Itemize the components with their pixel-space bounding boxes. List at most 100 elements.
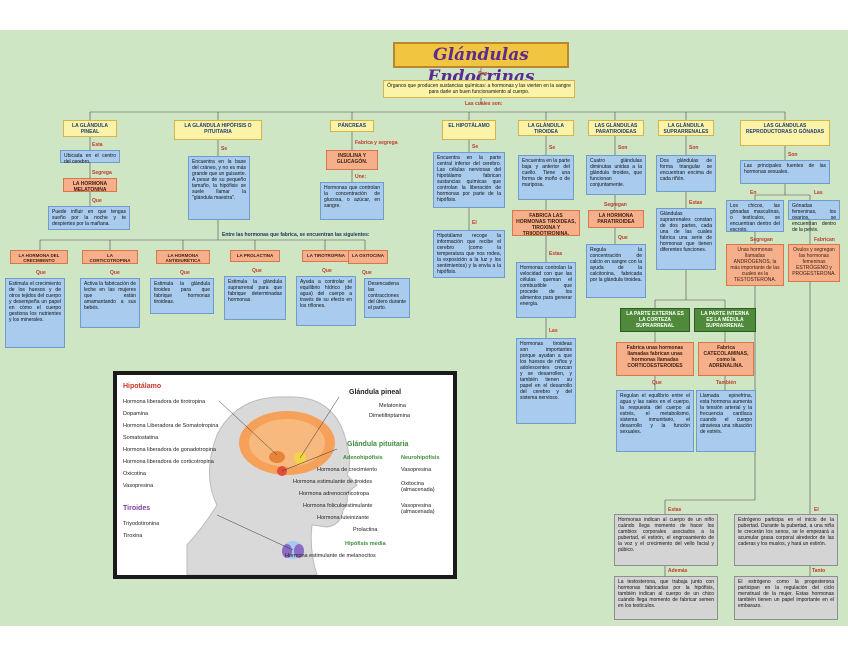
estrogeno-box: Ovulos y segregan las hormonas femeninas… — [788, 244, 840, 282]
cortex-que-label: Que — [652, 380, 662, 386]
tirotropina-desc: Ayuda a controlar el equilibrio hídrico … — [296, 276, 356, 326]
cortex-desc: Regulan el equilibrio entre el agua y la… — [616, 390, 694, 452]
gonadas-el-label: El — [814, 507, 819, 513]
img-adeno: Adenohipófisis — [343, 455, 383, 461]
img-hipo-item-2: Hormona Liberadora de Somatotropina — [123, 423, 218, 429]
female-gonads: Gónadas femeninas, los ovarios, se encue… — [788, 200, 840, 220]
gonadas-las-label: Las — [814, 190, 823, 196]
pancreas-title: PÁNCREAS — [330, 120, 374, 132]
hipofisis-title: LA GLÁNDULA HIPÓFISIS O PITUITARIA — [174, 120, 262, 140]
las-cuales-label: Las cuales son: — [465, 101, 503, 107]
pineal-esta-label: Esta — [92, 142, 103, 148]
img-media: Hipófisis media — [345, 541, 386, 547]
hormone-corticotropina: LA CORTICOTROPINA — [82, 250, 138, 264]
img-pineal-hdr: Glándula pineal — [349, 389, 401, 396]
medula-tambien-label: También — [716, 380, 736, 386]
img-tiroides-hdr: Tiroides — [123, 505, 150, 512]
img-adeno-item-0: Hormona de crecimiento — [317, 467, 377, 473]
pancreas-une-label: Une: — [355, 174, 366, 180]
paratiroideas-desc2: Regula la concentración de calcio en san… — [586, 244, 646, 298]
pineal-title: LA GLÁNDULA PINEAL — [63, 120, 117, 137]
hormone-tirotropina: LA TIROTROPINA — [302, 250, 350, 262]
medula-box: LA PARTE INTERNA ES LA MÉDULA SUPRARRENA… — [694, 308, 756, 332]
paratiroideas-desc: Cuatro glándulas diminutas unidas a la g… — [586, 155, 646, 195]
tiroides-estas-label: Estas — [549, 251, 562, 257]
prolactina-que-label: Que — [252, 268, 262, 274]
female-desc2: El estrógeno como la progesterona partic… — [734, 576, 838, 620]
androgenos-box: Unas hormonas llamadas ANDRÓGENOS, la má… — [726, 244, 784, 286]
suprarrenales-desc2: Glándulas suprarrenales constan de dos p… — [656, 208, 716, 270]
hipotalamo-el-label: El — [472, 220, 477, 226]
paratiroideas-title: LAS GLÁNDULAS PARATIROIDEAS — [588, 120, 644, 136]
hipofisis-se-label: Se — [221, 146, 227, 152]
gonadas-estas-label: Estas — [668, 507, 681, 513]
hormone-prolactina: LA PROLACTINA — [230, 250, 280, 262]
gonadas-son-label: Son — [788, 152, 797, 158]
tiroides-desc2: Hormonas controlan la velocidad con que … — [516, 262, 576, 318]
img-adeno-item-5: Prolactina — [353, 527, 377, 533]
img-media-item: Hormona estimulante de melanocitos — [285, 553, 376, 559]
tirotropina-que-label: Que — [322, 268, 332, 274]
img-hipo-item-6: Oxicotina — [123, 471, 146, 477]
img-adeno-item-1: Hormona estimulante de tiroides — [293, 479, 372, 485]
img-tiroides-item-0: Triyodotironina — [123, 521, 159, 527]
suprarrenales-title: LA GLÁNDULA SUPRARRENALES — [658, 120, 714, 136]
hipofisis-desc: Encuentra en la base del cráneo, y no es… — [188, 156, 250, 220]
hormone-crecimiento: LA HORMONA DEL CRECIMIENTO — [10, 250, 68, 264]
catecolaminas-box: Fabrica CATECOLAMINAS, como la ADRENALIN… — [698, 342, 754, 376]
img-neuro-item-1: Oxitocina (almacenada) — [401, 481, 449, 493]
img-adeno-item-2: Hormona adrenocorticotropa — [299, 491, 369, 497]
prolactina-desc: Estimula la glándula suprarrenal para qu… — [224, 276, 286, 320]
img-adeno-item-4: Hormona luteinizante — [317, 515, 369, 521]
img-hipo-item-5: Hormona liberadora de corticotropina — [123, 459, 214, 465]
img-hipo-item-1: Dopamina — [123, 411, 148, 417]
hipotalamo-desc: Encuentra en la parte central inferior d… — [433, 152, 505, 208]
definition-box: Órganos que producen sustancias químicas… — [383, 80, 575, 98]
paratiroidea-hormone: LA HORMONA PARATIROIDEA — [588, 210, 644, 228]
melatonina-box: LA HORMONA MELATONINA — [63, 178, 117, 192]
img-hipotalamo-hdr: Hipotálamo — [123, 383, 161, 390]
antidiuretica-que-label: Que — [180, 270, 190, 276]
hipotalamo-desc2: Hipotálamo recoge la información que rec… — [433, 230, 505, 278]
hipofisis-between-label: Entre las hormonas que fabrica, se encue… — [222, 232, 370, 238]
paratiroideas-segregan-label: Segregan — [604, 202, 627, 208]
hipotalamo-title: EL HIPOTÁLAMO — [442, 120, 496, 140]
tiroides-fabrica: FABRICA LAS HORMONAS TIROIDEAS, TIROXINA… — [512, 210, 580, 236]
img-hipo-item-0: Hormona liberadora de tirotropina — [123, 399, 205, 405]
corticotropina-desc: Activa la fabricación de leche en las mu… — [80, 278, 140, 328]
gonadas-title: LAS GLÁNDULAS REPRODUCTORAS O GÓNADAS — [740, 120, 830, 146]
gonadas-desc: Las principales fuentes de las hormonas … — [740, 160, 830, 184]
corticoesteroides-box: Fabrica unas hormonas llamadas fabrican … — [616, 342, 694, 376]
male-desc: Hormonas indican al cuerpo de un niño cu… — [614, 514, 718, 566]
oxitocina-desc: Desencadena las contracciones del útero … — [364, 278, 410, 318]
img-neuro-item-0: Vasopresina — [401, 467, 431, 473]
crecimiento-que-label: Que — [36, 270, 46, 276]
img-hipo-item-3: Somatostatina — [123, 435, 158, 441]
female-desc: Estrógeno participa en el inicio de la p… — [734, 514, 838, 566]
paratiroideas-que-label: Que — [618, 235, 628, 241]
gonadas-fabrican-label: Fabrican — [814, 237, 835, 243]
crecimiento-desc: Estimula el crecimiento de los huesos y … — [5, 278, 65, 348]
hormone-oxitocina: LA OXITOCINA — [348, 250, 388, 264]
male-desc2: La testosterona, que trabaja junto con h… — [614, 576, 718, 620]
suprarrenales-son-label: Son — [689, 145, 698, 151]
tiroides-se-label: Se — [549, 145, 555, 151]
pancreas-fabrica-label: Fabrica y segrega — [355, 140, 398, 146]
gonadas-tanto-label: Tanto — [812, 568, 825, 574]
hipotalamo-se-label: Se — [472, 144, 478, 150]
tiroides-desc: Encuentra en la parte baja y anterior de… — [518, 155, 574, 200]
img-adeno-item-3: Hormona foliculoestimulante — [303, 503, 372, 509]
insulina-box: INSULINA Y GLUCAGÓN. — [326, 150, 378, 170]
page-title: Glándulas Endocrinas — [393, 42, 569, 68]
medula-desc: Llamada epinefrina, esta hormona aumenta… — [696, 390, 756, 452]
img-neuro: Neurohipófisis — [401, 455, 440, 461]
pineal-que-label: Que — [92, 198, 102, 204]
img-pineal-item-1: Dimetiltriptamina — [369, 413, 410, 419]
pineal-segrega-label: Segrega — [92, 170, 112, 176]
img-tiroides-item-1: Tiroxina — [123, 533, 142, 539]
son-label: Son: — [478, 71, 489, 77]
antidiuretica-desc: Estimula la glándula tiroides para que f… — [150, 278, 214, 314]
endocrine-diagram-image: Hipotálamo Hormona liberadora de tirotro… — [113, 371, 457, 579]
tiroides-las-label: Las — [549, 328, 558, 334]
pineal-location: Ubicada en el centro del cerebro. — [60, 150, 120, 163]
